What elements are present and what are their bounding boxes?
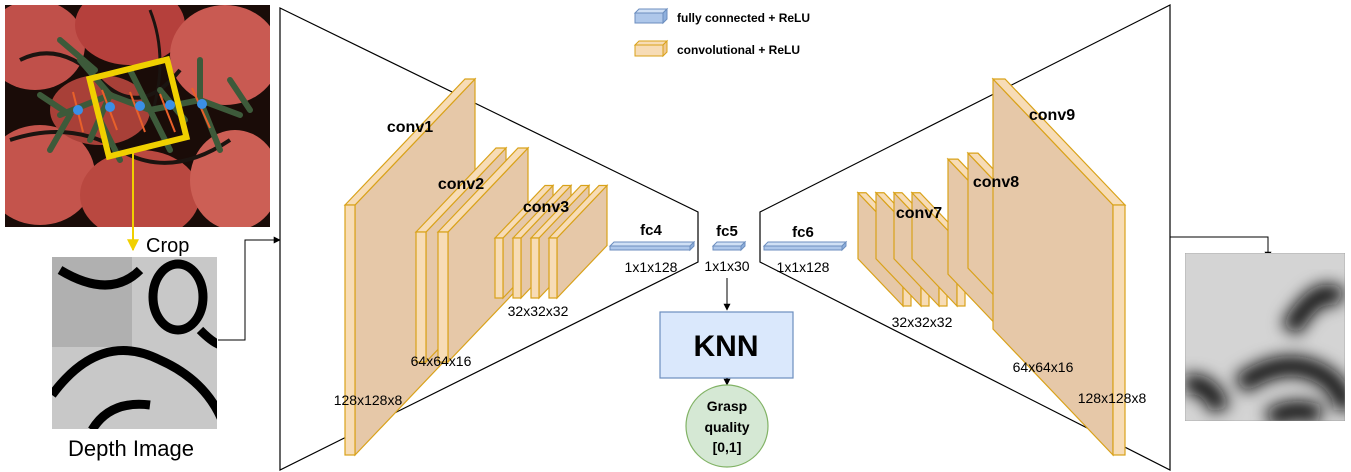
fc4-size: 1x1x128 xyxy=(625,259,678,275)
conv3-label: conv3 xyxy=(523,199,569,216)
conv3-block-4 xyxy=(547,184,609,300)
output-connector xyxy=(1170,236,1272,259)
crop-label: Crop xyxy=(146,235,189,257)
encoder-outline xyxy=(279,7,699,471)
conv7-label: conv7 xyxy=(896,205,942,222)
legend-fc-label: fully connected + ReLU xyxy=(677,11,810,25)
conv2-label: conv2 xyxy=(438,176,484,193)
legend-conv-label: convolutional + ReLU xyxy=(677,43,800,57)
knn-label: KNN xyxy=(694,330,759,363)
input-connector xyxy=(218,236,281,341)
fc4-block xyxy=(608,240,696,252)
fc5-label: fc5 xyxy=(716,223,738,240)
fc6-size: 1x1x128 xyxy=(777,259,830,275)
grasp-line-3: [0,1] xyxy=(713,439,742,455)
fc6-block xyxy=(762,240,848,252)
grasp-line-1: Grasp xyxy=(707,398,747,414)
conv1-label: conv1 xyxy=(387,119,433,136)
depth-image-label: Depth Image xyxy=(68,436,194,461)
grasp-quality-node xyxy=(685,384,769,468)
conv3-size: 32x32x32 xyxy=(508,303,569,319)
legend-fc-swatch xyxy=(633,7,669,25)
decoder-outline xyxy=(759,4,1171,471)
conv8-label: conv8 xyxy=(973,174,1019,191)
conv1-size: 128x128x8 xyxy=(334,392,403,408)
conv8-size: 64x64x16 xyxy=(1013,359,1074,375)
legend-conv-swatch xyxy=(633,39,669,58)
fc4-label: fc4 xyxy=(640,222,662,239)
legend: fully connected + ReLU convolutional + R… xyxy=(633,7,810,58)
fc5-size: 1x1x30 xyxy=(704,258,749,274)
tomato-photo xyxy=(5,5,270,227)
conv7-size: 32x32x32 xyxy=(892,314,953,330)
conv9-label: conv9 xyxy=(1029,107,1075,124)
conv2-block-b xyxy=(436,146,530,364)
knn-box xyxy=(659,311,794,379)
conv1-block xyxy=(343,77,477,457)
crop-box xyxy=(85,55,191,161)
fc6-label: fc6 xyxy=(792,224,814,241)
layer-blocks xyxy=(343,77,1127,457)
grasp-line-2: quality xyxy=(704,419,749,435)
conv9-size: 128x128x8 xyxy=(1078,390,1147,406)
depth-image xyxy=(52,257,217,429)
conv9-block xyxy=(991,77,1127,457)
reconstructed-depth-image xyxy=(1185,253,1345,421)
conv2-size: 64x64x16 xyxy=(411,353,472,369)
fc5-block xyxy=(711,240,747,252)
